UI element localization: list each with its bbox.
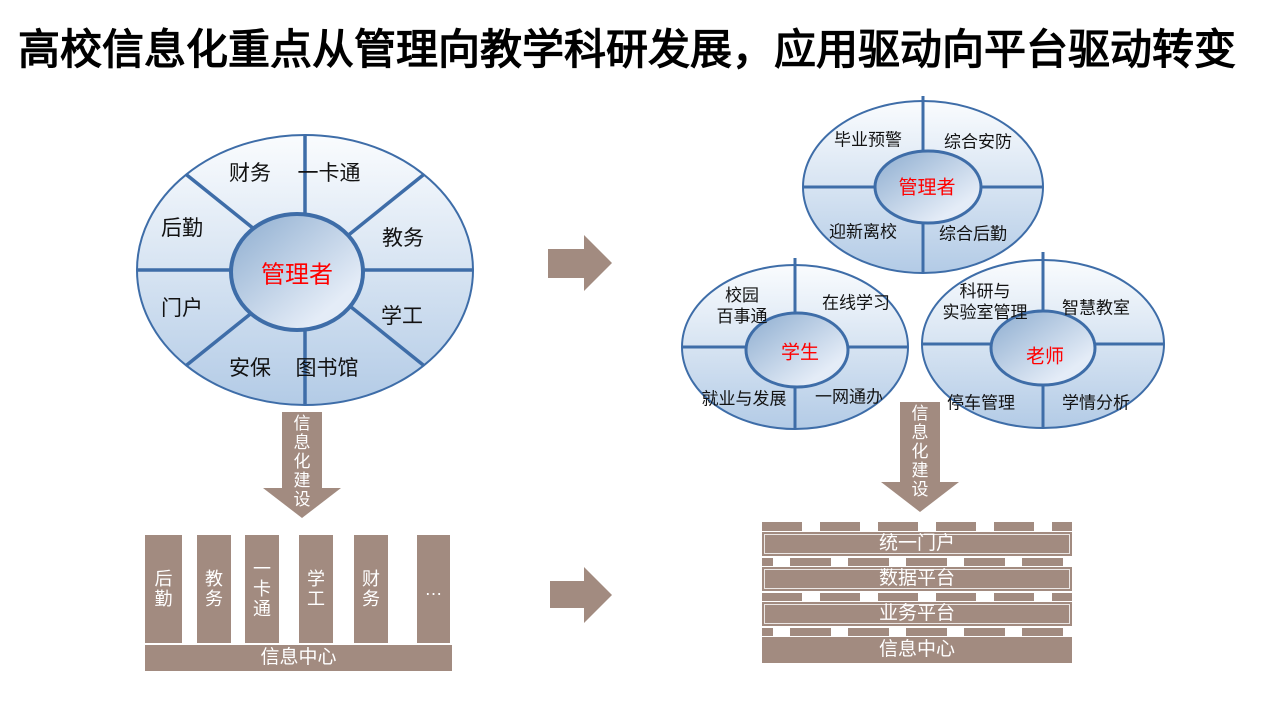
arrow-shaft xyxy=(282,412,322,488)
platform-layer-infocenter: 信息中心 xyxy=(762,637,1072,663)
segment-label-studentwork: 学工 xyxy=(381,305,423,328)
silo-bar: 财务 xyxy=(354,535,388,643)
segment-label-learning-analytics: 学情分析 xyxy=(1062,393,1130,413)
silo-bar-label: 教务 xyxy=(205,569,223,609)
silo-bar: 学工 xyxy=(299,535,333,643)
segment-label-onecard: 一卡通 xyxy=(297,162,361,185)
label-line: 百事通 xyxy=(716,307,768,326)
teacher-wheel xyxy=(921,252,1165,429)
segment-label-online-learning: 在线学习 xyxy=(822,293,890,313)
segment-label-academic: 教务 xyxy=(382,227,424,250)
silo-bar-label: … xyxy=(424,579,443,599)
segment-label-portal: 门户 xyxy=(161,297,203,320)
silo-bar-label: 财务 xyxy=(362,569,380,609)
segment-label-smart-classroom: 智慧教室 xyxy=(1062,298,1130,318)
platform-layer-portal: 统一门户 xyxy=(762,532,1072,556)
segment-label-one-stop: 一网通办 xyxy=(815,387,883,407)
silo-bar: 教务 xyxy=(197,535,231,643)
silo-bar: … xyxy=(417,535,450,643)
slide-title: 高校信息化重点从管理向教学科研发展，应用驱动向平台驱动转变 xyxy=(18,26,1237,73)
arrow-head xyxy=(584,567,612,623)
inner-ellipse xyxy=(989,309,1097,387)
brick-row xyxy=(762,522,1072,531)
platform-layer-data: 数据平台 xyxy=(762,567,1072,591)
inner-ellipse xyxy=(229,212,365,332)
segment-label-graduation-warning: 毕业预警 xyxy=(834,130,902,150)
segment-label-logistics: 后勤 xyxy=(161,217,203,240)
segment-label-research-lab: 科研与 实验室管理 xyxy=(943,281,1028,323)
label-line: 实验室管理 xyxy=(942,303,1028,322)
arrow-head xyxy=(263,488,341,518)
wheel-center-label-student: 学生 xyxy=(780,342,820,364)
down-arrow-label: 信息化建设 xyxy=(911,404,929,499)
segment-label-parking: 停车管理 xyxy=(947,393,1015,413)
silo-bar: 一卡通 xyxy=(245,535,279,643)
segment-label-campus-info: 校园 百事通 xyxy=(717,285,768,327)
segment-label-career: 就业与发展 xyxy=(701,389,787,409)
arrow-shaft xyxy=(900,402,940,482)
segment-label-finance: 财务 xyxy=(229,162,271,185)
segment-label-library: 图书馆 xyxy=(295,357,359,380)
platform-layer-business: 业务平台 xyxy=(762,602,1072,626)
student-wheel xyxy=(681,258,909,430)
down-arrow-label: 信息化建设 xyxy=(293,414,311,509)
brick-row xyxy=(762,593,1072,601)
admin-small-wheel xyxy=(802,96,1044,274)
silo-base-bar: 信息中心 xyxy=(145,645,452,671)
wheel-center-label-admin-small: 管理者 xyxy=(898,177,956,199)
inner-ellipse xyxy=(873,149,983,225)
inner-ellipse xyxy=(744,311,850,389)
arrow-body xyxy=(550,581,584,608)
silo-bar: 后勤 xyxy=(145,535,182,643)
segment-label-integrated-logistics: 综合后勤 xyxy=(939,224,1007,244)
arrow-head xyxy=(584,235,612,291)
segment-label-enrollment: 迎新离校 xyxy=(829,222,897,242)
segment-label-integrated-security: 综合安防 xyxy=(944,132,1012,152)
silo-bar-label: 学工 xyxy=(307,569,325,609)
silo-bar-label: 后勤 xyxy=(154,569,173,609)
label-line: 校园 xyxy=(725,286,759,305)
segment-label-security: 安保 xyxy=(229,357,271,380)
brick-row xyxy=(762,628,1072,636)
brick-row xyxy=(762,558,1072,566)
admin-large-wheel xyxy=(136,134,474,406)
wheel-center-label-teacher: 老师 xyxy=(1025,346,1065,368)
arrow-body xyxy=(548,249,584,278)
silo-bar-label: 一卡通 xyxy=(253,559,271,619)
label-line: 科研与 xyxy=(959,282,1011,301)
arrow-head xyxy=(881,482,959,512)
wheel-center-label-admin-large: 管理者 xyxy=(261,261,333,289)
